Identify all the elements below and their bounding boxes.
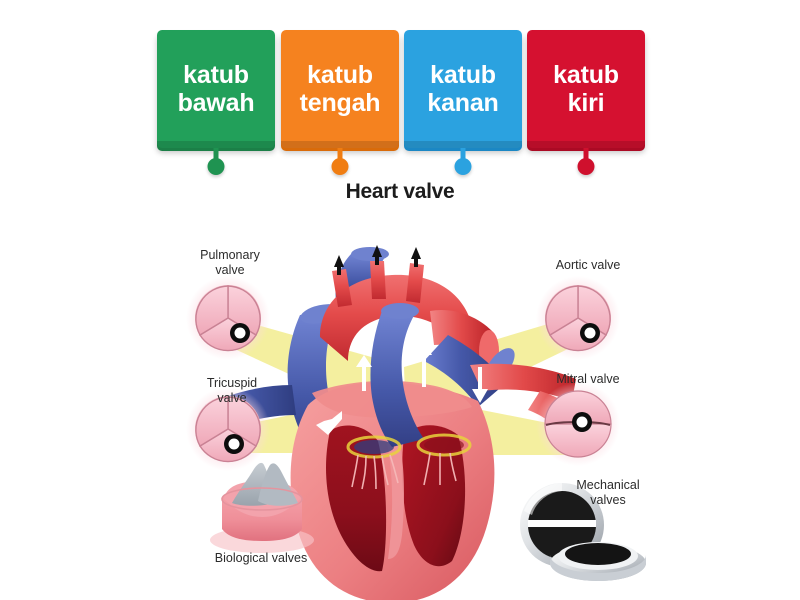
- right-ventricle-chamber: [402, 425, 466, 567]
- mech-valve-ring-inner: [565, 543, 631, 565]
- callout-mitral-valve: Mitral valve: [556, 372, 620, 386]
- label-card-katub-bawah[interactable]: katub bawah: [157, 30, 275, 148]
- left-ventricle-chamber: [326, 425, 387, 572]
- card-connector-stem: [460, 148, 466, 164]
- label-card-katub-tengah[interactable]: katub tengah: [281, 30, 399, 148]
- biological-valves-figure: [210, 462, 314, 553]
- arch-branch-2: [370, 261, 386, 299]
- callout-aortic-valve: Aortic valve: [555, 258, 621, 272]
- tricuspid-valve-figure: [186, 387, 270, 471]
- draggable-label-card-3[interactable]: katub kanan: [404, 30, 522, 175]
- callout-mechanical-valves: Mechanical valves: [576, 478, 640, 508]
- chordae-tendineae: [351, 452, 457, 490]
- blood-flow-arrows-chambers: [316, 341, 488, 435]
- arch-branch-3: [406, 263, 424, 303]
- aortic-valve-figure: [536, 276, 620, 360]
- label-card-text: katub kanan: [427, 61, 499, 117]
- pulmonary-valve-figure: [186, 276, 270, 360]
- label-card-katub-kanan[interactable]: katub kanan: [404, 30, 522, 148]
- label-card-katub-kiri[interactable]: katub kiri: [527, 30, 645, 148]
- mechanical-valves-figure: [520, 483, 646, 581]
- card-connector-dot[interactable]: [454, 158, 472, 175]
- card-connector-dot[interactable]: [207, 158, 225, 175]
- valve-ring-right: [416, 433, 472, 457]
- blood-flow-arrows-arch: [334, 245, 421, 275]
- card-connector-stem: [337, 148, 343, 164]
- card-connector-stem: [583, 148, 589, 164]
- draggable-label-card-4[interactable]: katub kiri: [527, 30, 645, 175]
- label-card-text: katub bawah: [177, 61, 255, 117]
- aortic-arch: [320, 274, 470, 361]
- callout-pulmonary-valve: Pulmonary valve: [200, 248, 260, 278]
- vein-central-descending: [370, 309, 424, 447]
- card-connector-stem: [213, 148, 219, 164]
- card-connector-dot[interactable]: [577, 158, 595, 175]
- heart-anatomy-illustration: Pulmonary valve Tricuspid valve Aortic v…: [0, 215, 800, 600]
- interventricular-septum: [384, 427, 404, 559]
- label-card-text: katub tengah: [299, 61, 381, 117]
- mech-valve-slot: [528, 520, 596, 527]
- label-card-text: katub kiri: [553, 61, 619, 117]
- draggable-label-card-1[interactable]: katub bawah: [157, 30, 275, 175]
- label-cards-tray: katub bawah katub tengah katub kanan kat…: [0, 0, 800, 200]
- arch-branch-1: [332, 269, 352, 307]
- mitral-valve-figure: [536, 382, 620, 466]
- bio-valve-leaflet-2: [258, 463, 298, 506]
- card-connector-dot[interactable]: [331, 158, 349, 175]
- right-pulmonary-artery: [470, 363, 576, 401]
- callout-biological-valves: Biological valves: [214, 551, 308, 565]
- callout-tricuspid-valve: Tricuspid valve: [206, 376, 258, 406]
- draggable-label-card-2[interactable]: katub tengah: [281, 30, 399, 175]
- diagram-title: Heart valve: [345, 180, 455, 203]
